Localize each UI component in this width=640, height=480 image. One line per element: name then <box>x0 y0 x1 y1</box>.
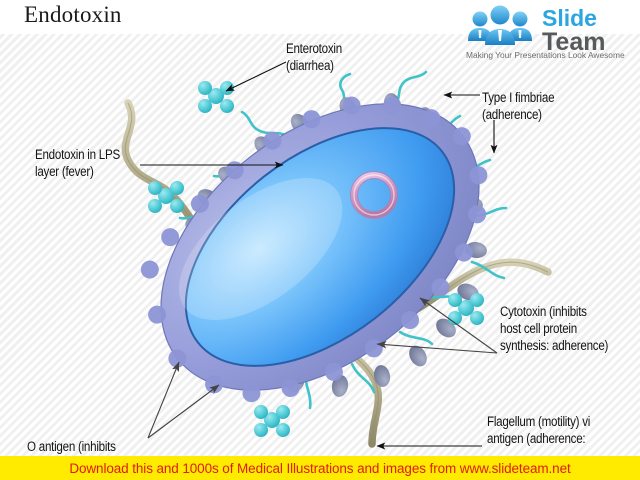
membrane-scallops <box>140 96 488 403</box>
download-banner-text: Download this and 1000s of Medical Illus… <box>69 460 571 476</box>
slideteam-logo: Slide Team Making Your Presentations Loo… <box>458 4 634 64</box>
download-banner: Download this and 1000s of Medical Illus… <box>0 456 640 480</box>
label-cytotoxin: Cytotoxin (inhibits host cell protein sy… <box>500 304 609 353</box>
logo-team-text: Team <box>542 28 605 56</box>
page-title: Endotoxin <box>24 2 122 27</box>
label-endotoxin-lps: Endotoxin in LPS layer (fever) <box>35 147 120 179</box>
label-flagellum: Flagellum (motility) vi antigen (adheren… <box>487 414 591 446</box>
toxin-cluster-enterotoxin <box>198 81 234 113</box>
cytoplasm <box>178 127 456 367</box>
label-o-antigen: O antigen (inhibits <box>27 439 116 454</box>
logo-slide-text: Slide <box>542 5 597 31</box>
label-enterotoxin: Enterotoxin (diarrhea) <box>286 41 342 73</box>
people-icon <box>468 5 532 45</box>
plasmid-ring <box>350 171 398 219</box>
label-type-i-fimbriae: Type I fimbriae (adherence) <box>482 90 555 122</box>
toxin-cluster-lower <box>254 405 290 437</box>
logo-tagline: Making Your Presentations Look Awesome <box>466 50 625 60</box>
toxin-cluster-lps <box>148 181 184 213</box>
